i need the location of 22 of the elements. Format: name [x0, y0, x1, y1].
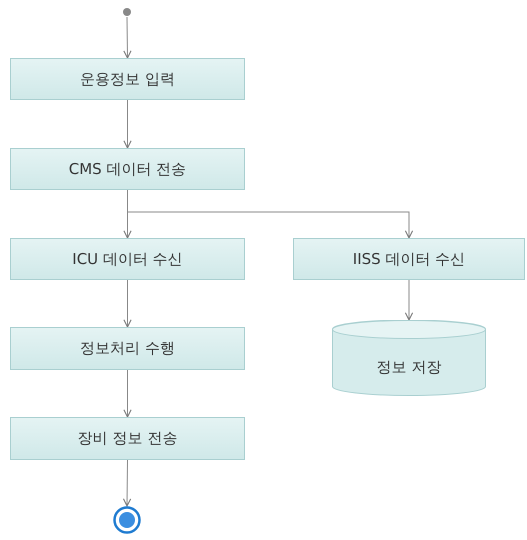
- arrow: [404, 280, 414, 321]
- process-box: [10, 238, 245, 280]
- start-dot: [122, 7, 132, 17]
- end-node: [113, 506, 141, 534]
- arrow: [122, 460, 132, 507]
- node-label: 장비 정보 전송: [78, 429, 178, 448]
- arrow: [123, 370, 132, 418]
- arrow: [123, 16, 132, 59]
- node-label: IISS 데이터 수신: [352, 250, 466, 268]
- node-label: ICU 데이터 수신: [72, 250, 183, 268]
- node-label: 정보처리 수행: [80, 339, 175, 358]
- arrow: [123, 280, 132, 328]
- arrow: [127, 190, 414, 239]
- process-box: [293, 238, 525, 280]
- process-box: [10, 58, 245, 100]
- node-label: CMS 데이터 전송: [68, 160, 186, 178]
- node-label: 운용정보 입력: [80, 70, 175, 88]
- process-box: [10, 148, 245, 190]
- process-box: [10, 327, 245, 370]
- process-box: [10, 417, 245, 460]
- arrow: [123, 100, 132, 149]
- node-label: 정보 저장: [376, 358, 442, 376]
